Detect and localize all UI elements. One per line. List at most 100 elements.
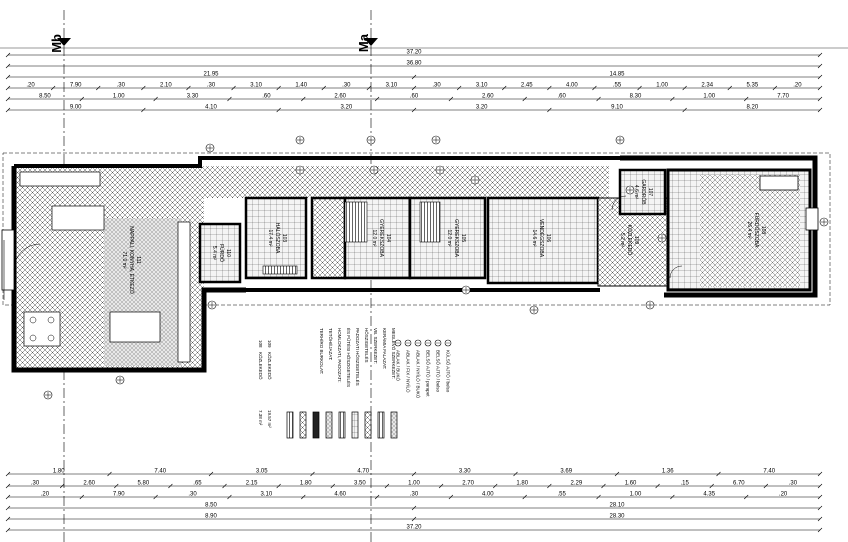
dim-tick <box>5 107 11 113</box>
dim-label: 3.30 <box>459 469 471 475</box>
window-marker-icon <box>615 135 625 145</box>
room-label-107-area: 4.6 m² <box>633 185 639 200</box>
dim-label: .30 <box>117 83 126 89</box>
legend-material-swatch <box>364 411 372 439</box>
dim-tick <box>709 483 714 489</box>
dim-label: .20 <box>41 492 50 498</box>
dim-tick <box>114 483 119 489</box>
room-label-109-name: KÖZLEKEDŐ <box>626 225 633 256</box>
dim-label: .20 <box>793 83 802 89</box>
room-label-109-num: 109 <box>633 236 639 245</box>
dim-label: 3.20 <box>476 105 488 111</box>
dim-tick <box>817 107 823 113</box>
dim-label: 8.20 <box>746 105 758 111</box>
legend-material-label: MEGLÉVŐ SZERKEZET: <box>391 328 397 379</box>
dim-label: 37.20 <box>406 525 422 531</box>
dim-tick <box>817 505 823 511</box>
dim-label: 3.05 <box>256 469 268 475</box>
room-label-110-num: 110 <box>225 249 231 257</box>
dim-tick <box>411 471 417 477</box>
dim-tick <box>601 483 606 489</box>
legend-opening-label: ABLAK / BUKÓ <box>396 350 402 382</box>
dim-label: 7.40 <box>154 469 166 475</box>
window-markers <box>43 135 829 400</box>
room-label-106-num: 106 <box>545 234 551 243</box>
dim-label: .20 <box>779 492 788 498</box>
dim-tick <box>153 494 158 500</box>
dim-label: .20 <box>26 83 35 89</box>
dim-tick <box>5 74 11 80</box>
dim-tick <box>743 96 749 102</box>
legend-opening-label: BELSŐ AJTÓ / parapet <box>426 350 432 397</box>
dim-label: 2.60 <box>482 94 494 100</box>
dim-label: 4.00 <box>482 492 494 498</box>
dim-tick <box>727 85 732 91</box>
corridor <box>14 166 609 198</box>
dim-label: .30 <box>342 83 351 89</box>
dim-label: .65 <box>193 481 202 487</box>
window-marker-icon <box>43 390 53 400</box>
dim-label: 3.10 <box>476 83 488 89</box>
window-marker-icon <box>295 135 305 145</box>
dim-tick <box>79 96 85 102</box>
dim-tick <box>817 494 823 500</box>
living-floor-hatch <box>104 218 182 366</box>
legend-summary-2-area: 19.57 m² <box>267 410 272 428</box>
section-marker-mb: Mb <box>49 34 71 53</box>
dim-label: 2.45 <box>521 83 533 89</box>
dim-tick <box>492 483 498 489</box>
dim-label: 2.60 <box>334 94 346 100</box>
dim-label: .30 <box>207 83 216 89</box>
room-label-103-area: 17.4 m² <box>267 230 273 247</box>
dim-tick <box>411 107 417 113</box>
room-label-108-num: 108 <box>760 226 766 235</box>
dim-tick <box>5 52 11 58</box>
dim-label: .30 <box>432 83 441 89</box>
legend-summary-1-area: 7.38 m² <box>258 410 263 426</box>
dim-label: 8.30 <box>630 94 642 100</box>
dim-label: 1.36 <box>662 469 674 475</box>
dim-tick <box>682 107 687 113</box>
dim-tick <box>670 494 675 500</box>
dim-label: 4.10 <box>205 105 217 111</box>
room-label-104-name: GYEREKSZOBA <box>378 219 384 257</box>
dim-tick <box>231 85 236 91</box>
room-label-109-area: 5.2 m² <box>619 233 625 248</box>
dim-tick <box>411 516 417 522</box>
dim-tick <box>547 85 552 91</box>
dim-label: 2.29 <box>571 481 583 487</box>
room-label-107-num: 107 <box>647 188 653 197</box>
room-label-110-name: FÜRDŐ <box>218 244 225 262</box>
room-label-106-area: 14.6 m² <box>531 230 537 247</box>
legend-opening-label: ABLAK / NYÍLÓ / BUKÓ <box>416 350 422 399</box>
dim-tick <box>141 85 146 91</box>
window-marker-icon <box>295 165 305 175</box>
dim-label: 4.35 <box>703 492 715 498</box>
dim-tick <box>817 471 823 477</box>
dim-label: 3.10 <box>261 492 273 498</box>
legend-material-label: VB. SZERKEZET: <box>373 328 378 364</box>
dim-label: 7.90 <box>113 492 125 498</box>
dim-tick <box>276 483 281 489</box>
legend-opening-label: BELSŐ AJTÓ / belso <box>436 350 442 393</box>
window-marker-icon <box>205 143 215 153</box>
dim-tick <box>5 63 11 69</box>
dim-label: 3.10 <box>250 83 262 89</box>
room-103 <box>244 196 308 280</box>
dim-tick <box>817 63 823 69</box>
dim-label: 28.30 <box>609 514 625 520</box>
legend-material-label: TETŐHÉJAZAT: <box>328 328 334 360</box>
legend-summary-2-label: KÖZLEKEDŐ <box>267 352 273 380</box>
room-label-104-num: 104 <box>385 234 391 243</box>
dim-label: .60 <box>557 94 566 100</box>
dim-tick <box>107 471 112 477</box>
dim-tick <box>330 483 336 489</box>
dim-tick <box>817 52 823 58</box>
dim-label: 8.50 <box>205 503 217 509</box>
dim-label: 1.80 <box>516 481 528 487</box>
dim-label: 1.00 <box>656 83 668 89</box>
dim-tick <box>411 505 417 511</box>
building <box>1 152 831 373</box>
room-label-107-name: GARDRÓB <box>640 179 647 205</box>
